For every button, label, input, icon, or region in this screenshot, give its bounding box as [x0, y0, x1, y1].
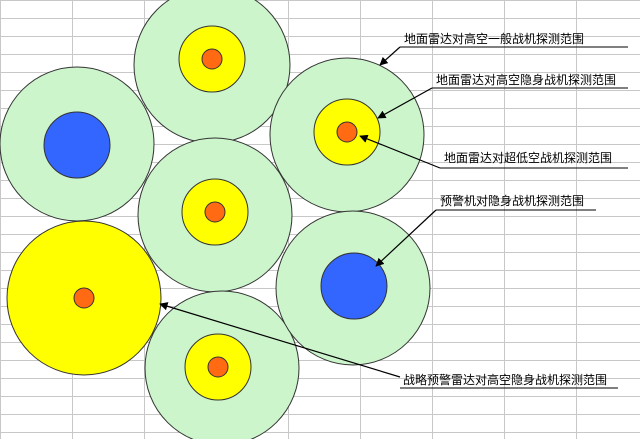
- low-altitude-coverage-zone: [207, 356, 229, 378]
- ground-radar-site-center: [137, 137, 293, 293]
- label-awacs-stealth: 预警机对隐身战机探测范围: [440, 193, 584, 208]
- low-altitude-coverage-zone: [204, 201, 226, 223]
- arrow-l3: [359, 134, 441, 169]
- awacs-stealth-coverage-zone: [320, 252, 388, 320]
- label-ground-radar-general: 地面雷达对高空一般战机探测范围: [404, 31, 584, 46]
- strategic-radar-site: [6, 220, 162, 376]
- low-altitude-coverage-zone: [336, 121, 358, 143]
- arrow-l4: [375, 209, 437, 267]
- awacs-site-right: [275, 210, 431, 366]
- label-ground-radar-low-altitude: 地面雷达对超低空战机探测范围: [444, 150, 612, 165]
- arrow-l2: [377, 87, 433, 119]
- low-altitude-coverage-zone: [201, 48, 223, 70]
- ground-radar-site-right-top: [269, 57, 425, 213]
- ground-radar-site-top: [133, 0, 291, 144]
- awacs-stealth-coverage-zone: [43, 111, 111, 179]
- radar-center-marker: [73, 287, 95, 309]
- callout-arrows: [159, 46, 441, 378]
- callout-underlines: [400, 46, 628, 389]
- label-strategic-radar-stealth: 战略预警雷达对高空隐身战机探测范围: [403, 372, 607, 387]
- arrow-l5: [159, 302, 401, 378]
- label-ground-radar-stealth: 地面雷达对高空隐身战机探测范围: [436, 72, 616, 87]
- awacs-site-left: [0, 66, 155, 222]
- arrow-l1: [379, 46, 401, 66]
- ground-radar-site-bottom: [144, 290, 300, 439]
